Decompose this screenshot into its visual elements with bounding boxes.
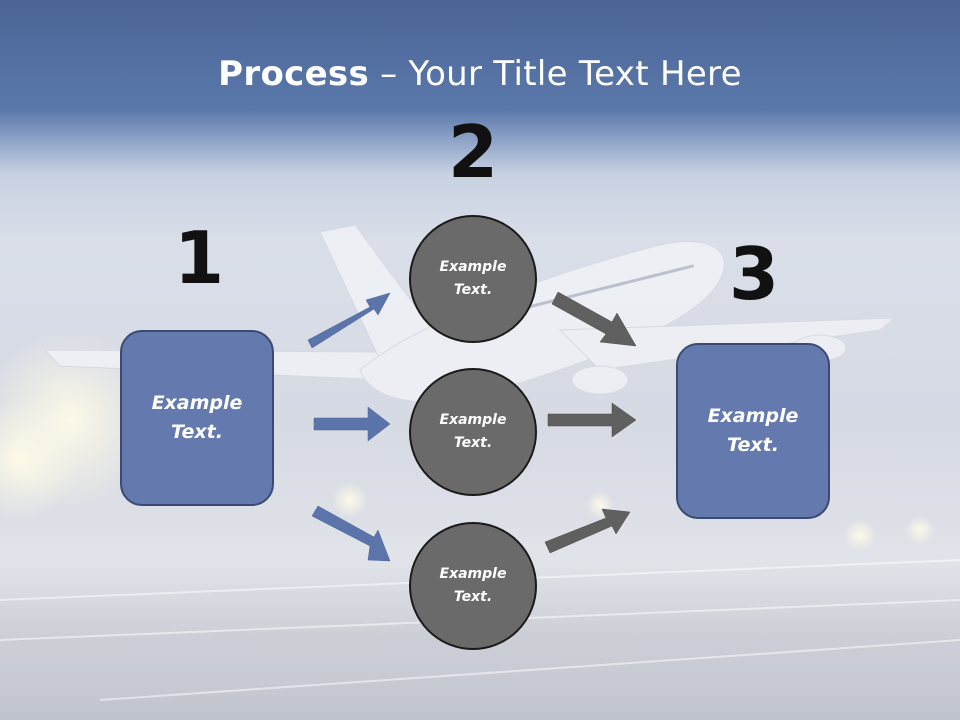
step-3-text: Example Text.: [707, 405, 799, 456]
step-2-circle-bottom: Example Text.: [409, 522, 537, 650]
slide-title: Process – Your Title Text Here: [0, 52, 960, 96]
step-number-3: 3: [728, 232, 780, 316]
step-1-text: Example Text.: [151, 392, 243, 443]
arrow-right-blue: [313, 406, 391, 442]
arrow-up-right-gray: [544, 508, 631, 554]
circle-middle-text: Example Text.: [439, 412, 507, 451]
title-rest-part: – Your Title Text Here: [369, 54, 742, 94]
title-bold-part: Process: [218, 54, 370, 94]
step-2-circle-top: Example Text.: [409, 215, 537, 343]
arrow-down-right-blue: [311, 505, 391, 562]
arrow-up-right-blue: [307, 292, 391, 349]
circle-top-text: Example Text.: [439, 259, 507, 298]
step-2-circle-middle: Example Text.: [409, 368, 537, 496]
step-number-1: 1: [173, 216, 225, 300]
arrow-down-right-gray: [551, 291, 637, 347]
arrow-right-gray: [547, 402, 637, 438]
step-number-2: 2: [447, 110, 499, 194]
circle-bottom-text: Example Text.: [439, 566, 507, 605]
step-3-box: Example Text.: [676, 343, 830, 519]
step-1-box: Example Text.: [120, 330, 274, 506]
